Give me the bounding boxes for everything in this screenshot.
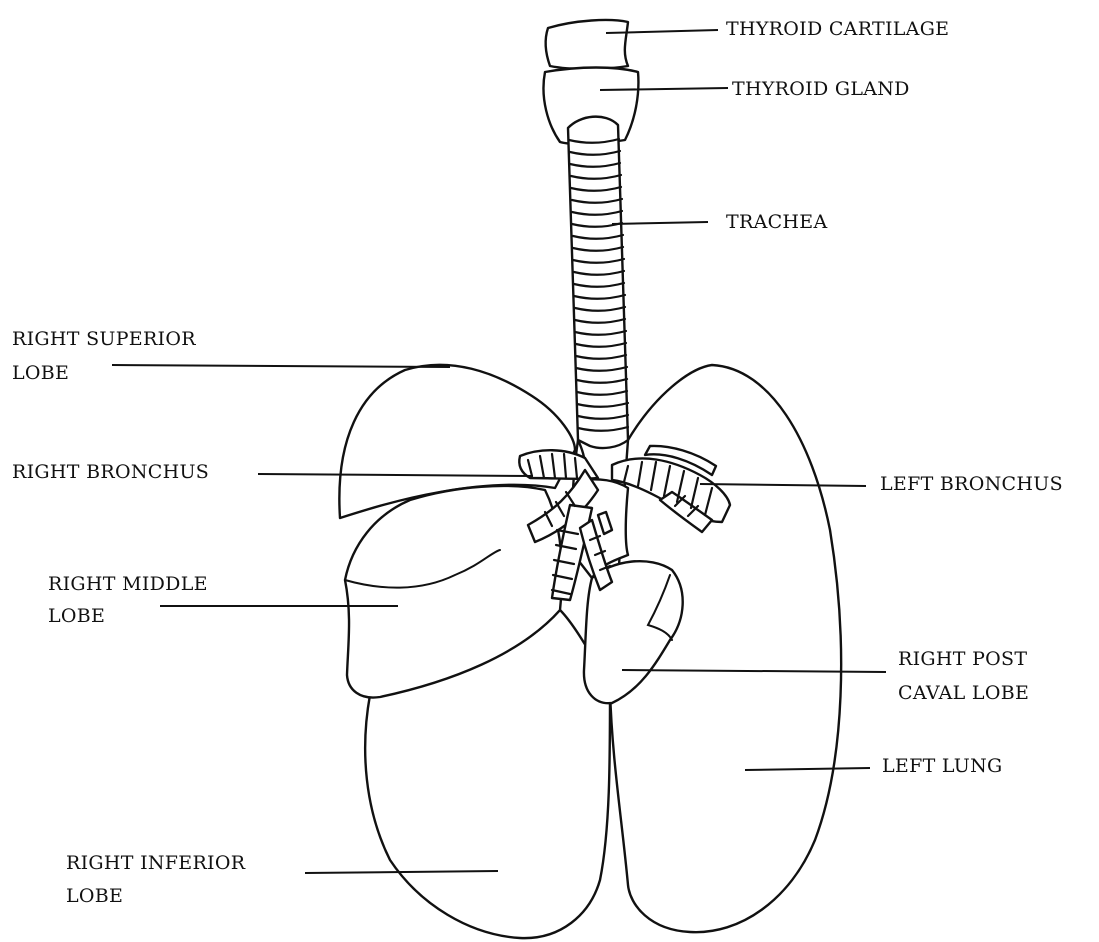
label-right-post-caval-lobe-line2: CAVAL LOBE	[898, 682, 1029, 704]
label-right-superior-lobe-line2: LOBE	[12, 362, 69, 384]
label-right-inferior-lobe-line2: LOBE	[66, 885, 123, 907]
label-right-post-caval-lobe-line1: RIGHT POST	[898, 648, 1027, 670]
leader-right-superior-lobe	[112, 365, 450, 367]
label-thyroid-cartilage: THYROID CARTILAGE	[726, 18, 949, 40]
label-left-bronchus: LEFT BRONCHUS	[880, 473, 1063, 495]
label-right-middle-lobe-line2: LOBE	[48, 605, 105, 627]
label-thyroid-gland: THYROID GLAND	[732, 78, 910, 100]
label-right-superior-lobe-line1: RIGHT SUPERIOR	[12, 328, 196, 350]
label-left-lung: LEFT LUNG	[882, 755, 1002, 777]
label-right-inferior-lobe-line1: RIGHT INFERIOR	[66, 852, 246, 874]
label-right-middle-lobe-line1: RIGHT MIDDLE	[48, 573, 208, 595]
thyroid-cartilage-shape	[546, 20, 628, 69]
leader-trachea	[612, 222, 708, 224]
label-right-bronchus: RIGHT BRONCHUS	[12, 461, 209, 483]
label-trachea: TRACHEA	[726, 211, 828, 233]
